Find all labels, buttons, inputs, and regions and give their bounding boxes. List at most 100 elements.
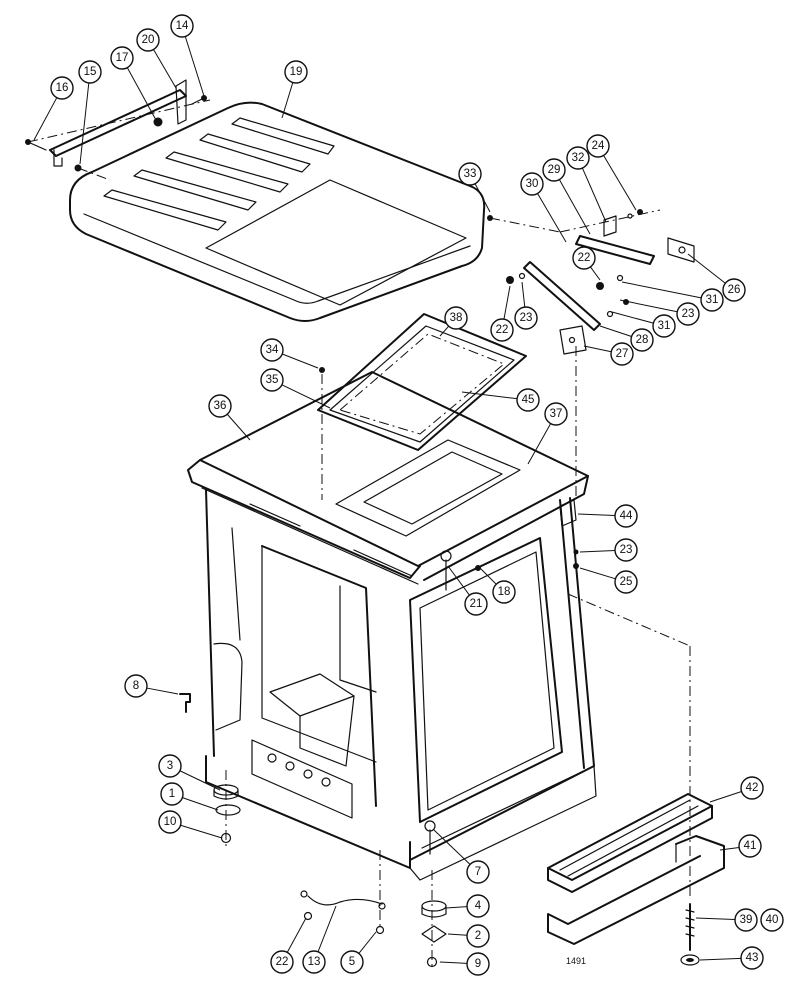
callout-circle: [738, 834, 762, 858]
callout-label: 41: [744, 840, 757, 852]
leader-line-18: [479, 567, 497, 585]
step-bolt-hardware: [680, 903, 700, 966]
callout-2: 2: [466, 924, 490, 948]
callout-circle: [514, 306, 538, 330]
callout-24: 24: [586, 134, 610, 158]
leader-line-4: [445, 906, 468, 909]
leader-line-10: [180, 824, 223, 839]
callout-27: 27: [610, 342, 634, 366]
leader-line-31: [621, 281, 702, 299]
callout-label: 20: [142, 34, 155, 46]
callout-circle: [260, 368, 284, 392]
leader-line-32: [581, 167, 607, 223]
callout-label: 31: [658, 320, 671, 332]
callout-circle: [566, 146, 590, 170]
callout-label: 29: [548, 164, 561, 176]
leader-line-20: [153, 49, 177, 89]
callout-34: 34: [260, 338, 284, 362]
callout-30: 30: [520, 172, 544, 196]
callout-22: 22: [270, 950, 294, 974]
callout-37: 37: [544, 402, 568, 426]
callout-14: 14: [170, 14, 194, 38]
callout-35: 35: [260, 368, 284, 392]
callout-label: 28: [636, 334, 649, 346]
leader-line-34: [282, 353, 319, 369]
leader-line-41: [719, 846, 740, 851]
callout-45: 45: [516, 388, 540, 412]
callout-label: 34: [266, 344, 279, 356]
callout-label: 16: [56, 82, 69, 94]
callout-label: 22: [496, 324, 509, 336]
leader-line-3: [179, 770, 221, 791]
leader-line-1: [182, 797, 219, 811]
callout-22: 22: [490, 318, 514, 342]
callout-circle: [340, 950, 364, 974]
leader-line-44: [577, 513, 616, 517]
callout-label: 24: [592, 140, 605, 152]
leader-line-24: [603, 155, 637, 211]
callout-13: 13: [302, 950, 326, 974]
callout-label: 33: [464, 168, 477, 180]
callout-label: 2: [475, 930, 481, 942]
callout-22: 22: [572, 246, 596, 270]
callout-44: 44: [614, 504, 638, 528]
callout-23: 23: [514, 306, 538, 330]
callout-label: 22: [276, 956, 289, 968]
callout-circle: [260, 338, 284, 362]
callout-label: 7: [475, 866, 481, 878]
callout-circle: [158, 754, 182, 778]
callout-bubbles: 1420171516193330293224222631232223312827…: [50, 14, 784, 976]
leader-line-14: [184, 36, 205, 97]
roof-mounting-bracket: [49, 79, 187, 167]
callout-38: 38: [444, 306, 468, 330]
callout-21: 21: [464, 592, 488, 616]
callout-36: 36: [208, 394, 232, 418]
callout-label: 4: [475, 900, 482, 912]
leader-line-43: [699, 957, 742, 961]
callout-circle: [614, 504, 638, 528]
leader-line-31: [611, 311, 654, 324]
callout-label: 30: [526, 178, 539, 190]
callout-label: 22: [578, 252, 591, 264]
callout-circle: [78, 60, 102, 84]
callout-31: 31: [652, 314, 676, 338]
bolt-14-hardware: [191, 95, 207, 105]
callout-7: 7: [466, 860, 490, 884]
callout-label: 5: [349, 956, 355, 968]
callout-25: 25: [614, 570, 638, 594]
callout-label: 31: [706, 294, 719, 306]
roof-hatch-panel: [317, 313, 527, 451]
callout-label: 32: [572, 152, 585, 164]
callout-3: 3: [158, 754, 182, 778]
callout-circle: [466, 952, 490, 976]
callout-label: 17: [116, 52, 129, 64]
callout-42: 42: [740, 776, 764, 800]
cab-side-hardware: [440, 499, 579, 591]
leader-line-25: [579, 567, 616, 580]
leader-line-17: [126, 67, 157, 121]
leader-line-35: [281, 384, 331, 409]
callout-28: 28: [630, 328, 654, 352]
callout-5: 5: [340, 950, 364, 974]
callout-label: 26: [728, 284, 741, 296]
callout-label: 27: [616, 348, 629, 360]
callout-label: 19: [290, 66, 303, 78]
callout-circle: [740, 776, 764, 800]
callout-label: 15: [84, 66, 97, 78]
callout-label: 36: [214, 400, 227, 412]
leader-line-13: [317, 905, 337, 952]
callout-circle: [124, 674, 148, 698]
mount-front-parts: [421, 820, 447, 968]
callout-43: 43: [740, 946, 764, 970]
callout-31: 31: [700, 288, 724, 312]
leader-line-16: [33, 97, 58, 141]
callout-label: 23: [620, 544, 633, 556]
callout-20: 20: [136, 28, 160, 52]
callout-label: 25: [620, 576, 633, 588]
callout-23: 23: [676, 302, 700, 326]
callout-circle: [136, 28, 160, 52]
mount-left-parts: [179, 693, 241, 844]
callout-circle: [444, 306, 468, 330]
callout-circle: [586, 134, 610, 158]
callout-circle: [734, 908, 758, 932]
